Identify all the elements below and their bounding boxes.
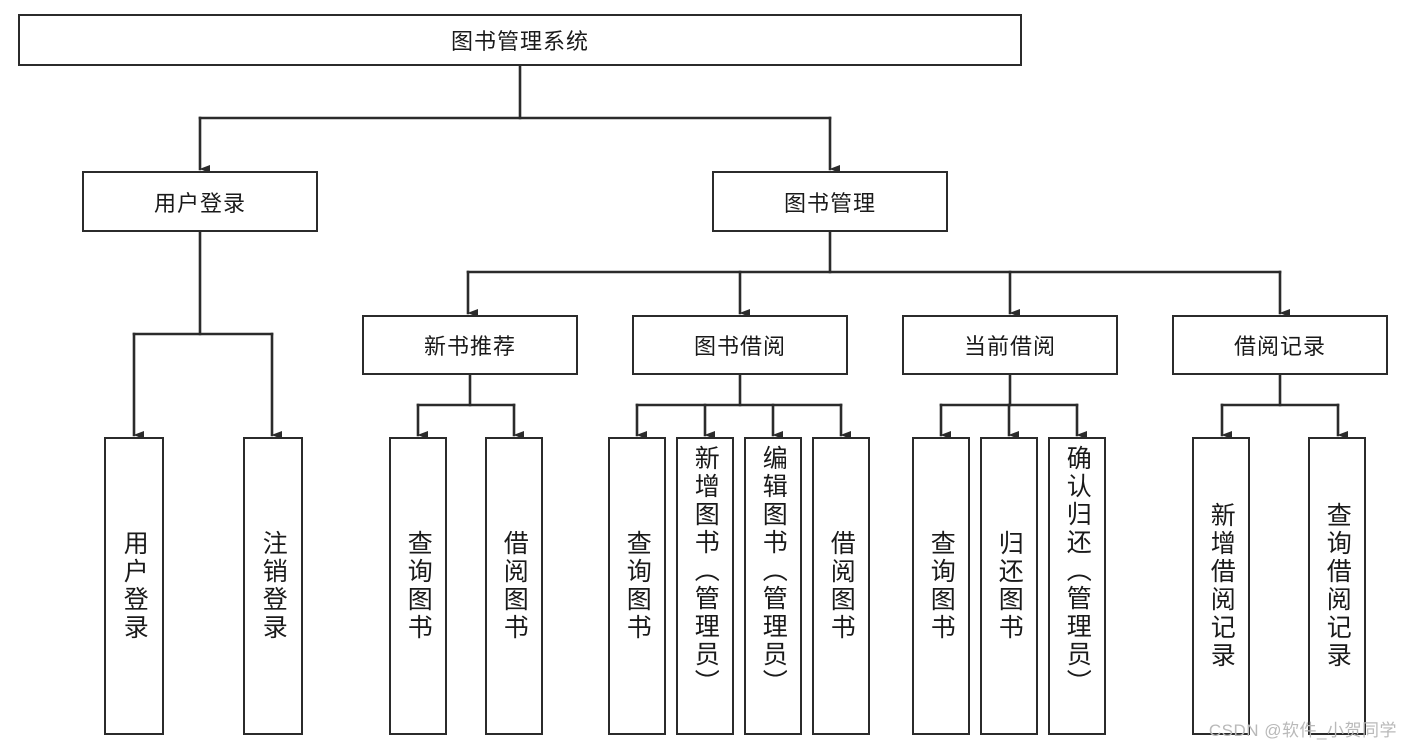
leaf-add-borrow-record[interactable]: 新增借阅记录 <box>1192 437 1250 735</box>
leaf-return-books[interactable]: 归还图书 <box>980 437 1038 735</box>
leaf-query-books-borrow[interactable]: 查询图书 <box>608 437 666 735</box>
node-label: 确认归还（管理员） <box>1063 445 1092 697</box>
node-label: 查询图书 <box>927 530 956 642</box>
leaf-add-book-admin[interactable]: 新增图书（管理员） <box>676 437 734 735</box>
node-label: 新增图书（管理员） <box>691 445 720 697</box>
node-label: 图书管理 <box>783 190 876 216</box>
node-user-login[interactable]: 用户登录 <box>82 171 318 232</box>
leaf-query-books-current[interactable]: 查询图书 <box>912 437 970 735</box>
leaf-query-books-recommend[interactable]: 查询图书 <box>389 437 447 735</box>
node-new-book-recommend[interactable]: 新书推荐 <box>362 315 578 375</box>
node-book-management[interactable]: 图书管理 <box>712 171 948 232</box>
node-book-borrow[interactable]: 图书借阅 <box>632 315 848 375</box>
node-label: 查询图书 <box>623 530 652 642</box>
node-label: 当前借阅 <box>963 334 1056 359</box>
node-label: 查询借阅记录 <box>1323 502 1352 670</box>
node-label: 新书推荐 <box>423 334 516 359</box>
leaf-edit-book-admin[interactable]: 编辑图书（管理员） <box>744 437 802 735</box>
node-label: 查询图书 <box>404 530 433 642</box>
node-label: 注销登录 <box>259 530 288 642</box>
node-label: 借阅图书 <box>500 530 529 642</box>
leaf-query-borrow-record[interactable]: 查询借阅记录 <box>1308 437 1366 735</box>
leaf-borrow-books-recommend[interactable]: 借阅图书 <box>485 437 543 735</box>
node-label: 图书借阅 <box>693 334 786 359</box>
csdn-watermark: CSDN @软件_小贺同学 <box>1208 721 1397 740</box>
node-label: 图书管理系统 <box>450 29 589 54</box>
node-root-system[interactable]: 图书管理系统 <box>18 14 1022 66</box>
node-label: 用户登录 <box>120 530 149 642</box>
node-current-borrow[interactable]: 当前借阅 <box>902 315 1118 375</box>
leaf-user-login[interactable]: 用户登录 <box>104 437 164 735</box>
leaf-logout-login[interactable]: 注销登录 <box>243 437 303 735</box>
leaf-borrow-books[interactable]: 借阅图书 <box>812 437 870 735</box>
node-label: 借阅图书 <box>827 530 856 642</box>
node-label: 借阅记录 <box>1233 334 1326 359</box>
node-label: 用户登录 <box>153 190 246 216</box>
leaf-confirm-return-admin[interactable]: 确认归还（管理员） <box>1048 437 1106 735</box>
node-label: 新增借阅记录 <box>1207 502 1236 670</box>
node-borrow-record[interactable]: 借阅记录 <box>1172 315 1388 375</box>
node-label: 编辑图书（管理员） <box>759 445 788 697</box>
node-label: 归还图书 <box>995 530 1024 642</box>
